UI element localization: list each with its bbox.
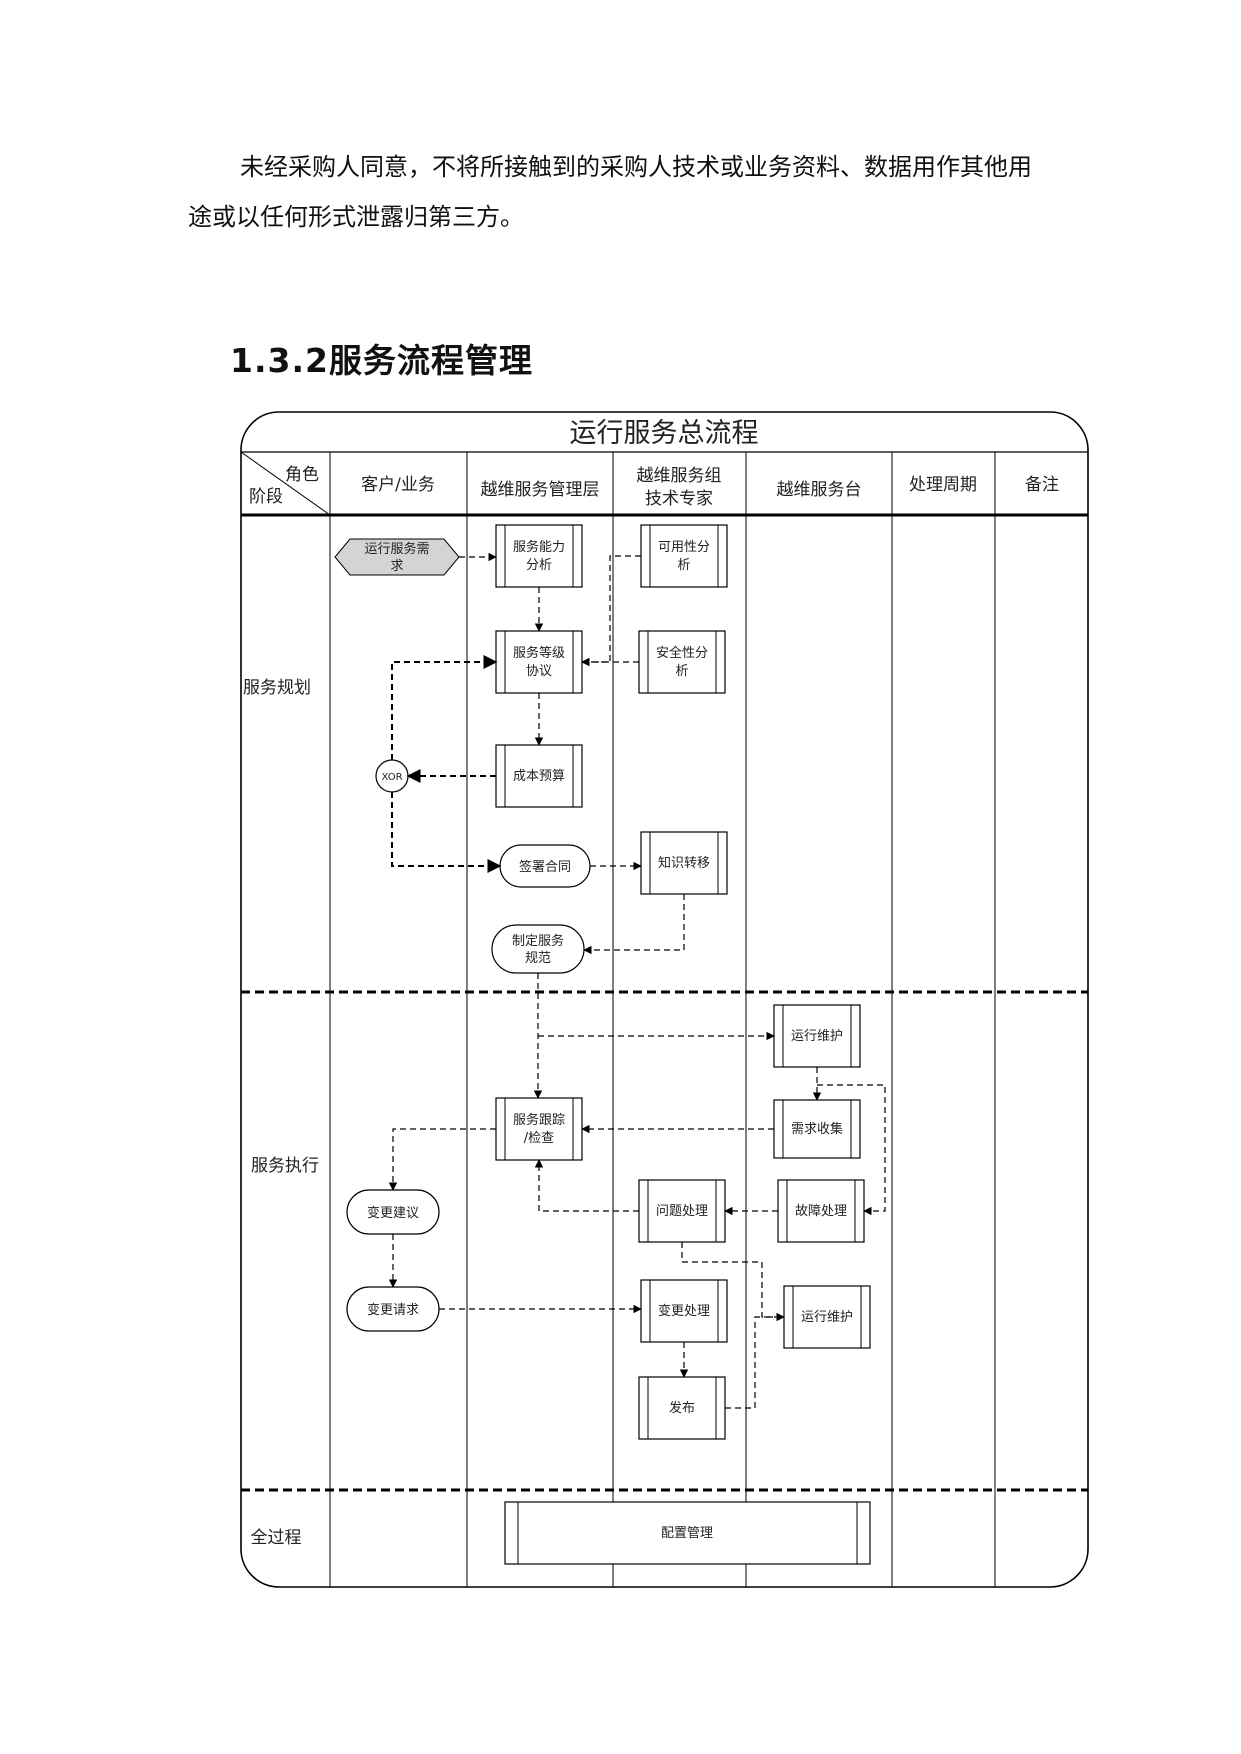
node-service-tracking: 服务跟踪 /检查 [495, 1097, 583, 1161]
svg-text:成本预算: 成本预算 [513, 769, 565, 784]
node-demand: 运行服务需 求 [334, 538, 460, 576]
svg-text:变更请求: 变更请求 [367, 1302, 419, 1318]
node-capacity-analysis: 服务能力 分析 [495, 524, 583, 588]
node-sla: 服务等级 协议 [495, 630, 583, 694]
svg-text:析: 析 [677, 558, 690, 573]
svg-text:制定服务: 制定服务 [512, 933, 564, 949]
node-knowledge-transfer: 知识转移 [640, 831, 728, 895]
svg-text:服务等级: 服务等级 [513, 645, 565, 661]
svg-text:变更处理: 变更处理 [658, 1303, 710, 1319]
node-ops-1: 运行维护 [773, 1004, 861, 1068]
svg-text:知识转移: 知识转移 [658, 855, 710, 871]
connectors [388, 552, 886, 1409]
lane-customer: 客户/业务 [361, 475, 435, 495]
svg-text:发布: 发布 [669, 1400, 695, 1416]
svg-text:安全性分: 安全性分 [656, 645, 708, 661]
svg-text:服务能力: 服务能力 [513, 539, 565, 555]
svg-text:规范: 规范 [525, 951, 551, 966]
node-availability-analysis: 可用性分 析 [640, 524, 728, 588]
svg-text:变更建议: 变更建议 [367, 1205, 419, 1221]
node-config: 配置管理 [504, 1501, 871, 1565]
paragraph-text-2: 途或以任何形式泄露归第三方。 [188, 203, 524, 231]
paragraph-text-1: 未经采购人同意，不将所接触到的采购人技术或业务资料、数据用作其他用 [240, 153, 1032, 181]
node-fault: 故障处理 [777, 1179, 865, 1243]
edge-availability-sla [581, 555, 641, 667]
svg-text:可用性分: 可用性分 [658, 540, 710, 555]
edge-problem-tracking [534, 1159, 639, 1212]
node-ops-2: 运行维护 [783, 1285, 871, 1349]
edge-ops1-fault [817, 1084, 886, 1216]
node-request-collect: 需求收集 [773, 1099, 861, 1159]
node-problem: 问题处理 [638, 1179, 726, 1243]
svg-text:故障处理: 故障处理 [795, 1204, 847, 1219]
node-release: 发布 [638, 1376, 726, 1440]
svg-text:运行维护: 运行维护 [791, 1029, 843, 1044]
paragraph-line-2: 途或以任何形式泄露归第三方。 [188, 192, 1068, 242]
lane-cycle: 处理周期 [909, 475, 977, 495]
flowchart-title: 运行服务总流程 [570, 418, 759, 449]
lane-expert-line1: 越维服务组 [637, 466, 722, 486]
svg-text:求: 求 [390, 559, 403, 574]
edge-tracking-suggest [388, 1128, 496, 1191]
stage-planning: 服务规划 [243, 678, 311, 698]
edge-xor-contract [391, 792, 502, 873]
svg-text:/检查: /检查 [524, 1131, 554, 1146]
svg-text:分析: 分析 [526, 558, 552, 573]
svg-text:协议: 协议 [526, 664, 552, 679]
edge-xor-sla [391, 655, 498, 760]
paragraph-line-1: 未经采购人同意，不将所接触到的采购人技术或业务资料、数据用作其他用 [188, 142, 1068, 192]
node-xor: XOR [375, 759, 409, 793]
node-change-handle: 变更处理 [640, 1279, 728, 1343]
node-change-request: 变更请求 [346, 1286, 440, 1332]
corner-stage: 阶段 [249, 487, 283, 507]
node-service-spec: 制定服务 规范 [491, 924, 585, 974]
lane-remark: 备注 [1025, 475, 1059, 495]
node-change-suggest: 变更建议 [346, 1189, 440, 1235]
node-budget: 成本预算 [495, 744, 583, 808]
edge-release-ops2 [725, 1316, 784, 1409]
lane-desk: 越维服务台 [777, 480, 862, 500]
svg-text:需求收集: 需求收集 [791, 1121, 843, 1137]
lane-mgmt: 越维服务管理层 [481, 480, 600, 500]
svg-text:析: 析 [675, 664, 688, 679]
corner-diagonal [240, 451, 331, 516]
section-heading: 1.3.2服务流程管理 [230, 341, 533, 380]
svg-text:配置管理: 配置管理 [661, 1526, 713, 1541]
lane-expert-line2: 技术专家 [645, 489, 713, 509]
svg-text:问题处理: 问题处理 [656, 1204, 708, 1219]
lane-dividers [329, 452, 996, 1587]
node-contract: 签署合同 [499, 844, 591, 888]
svg-text:运行维护: 运行维护 [801, 1310, 853, 1325]
edge-knowledge-spec [583, 894, 685, 955]
flowchart-frame [240, 411, 1089, 1588]
svg-text:运行服务需: 运行服务需 [364, 541, 429, 557]
stage-whole: 全过程 [251, 1528, 302, 1548]
stage-execution: 服务执行 [251, 1156, 319, 1176]
svg-text:XOR: XOR [381, 772, 402, 783]
svg-text:签署合同: 签署合同 [519, 859, 571, 875]
corner-role: 角色 [285, 465, 319, 485]
svg-text:服务跟踪: 服务跟踪 [513, 1112, 565, 1128]
node-security-analysis: 安全性分 析 [638, 630, 726, 694]
